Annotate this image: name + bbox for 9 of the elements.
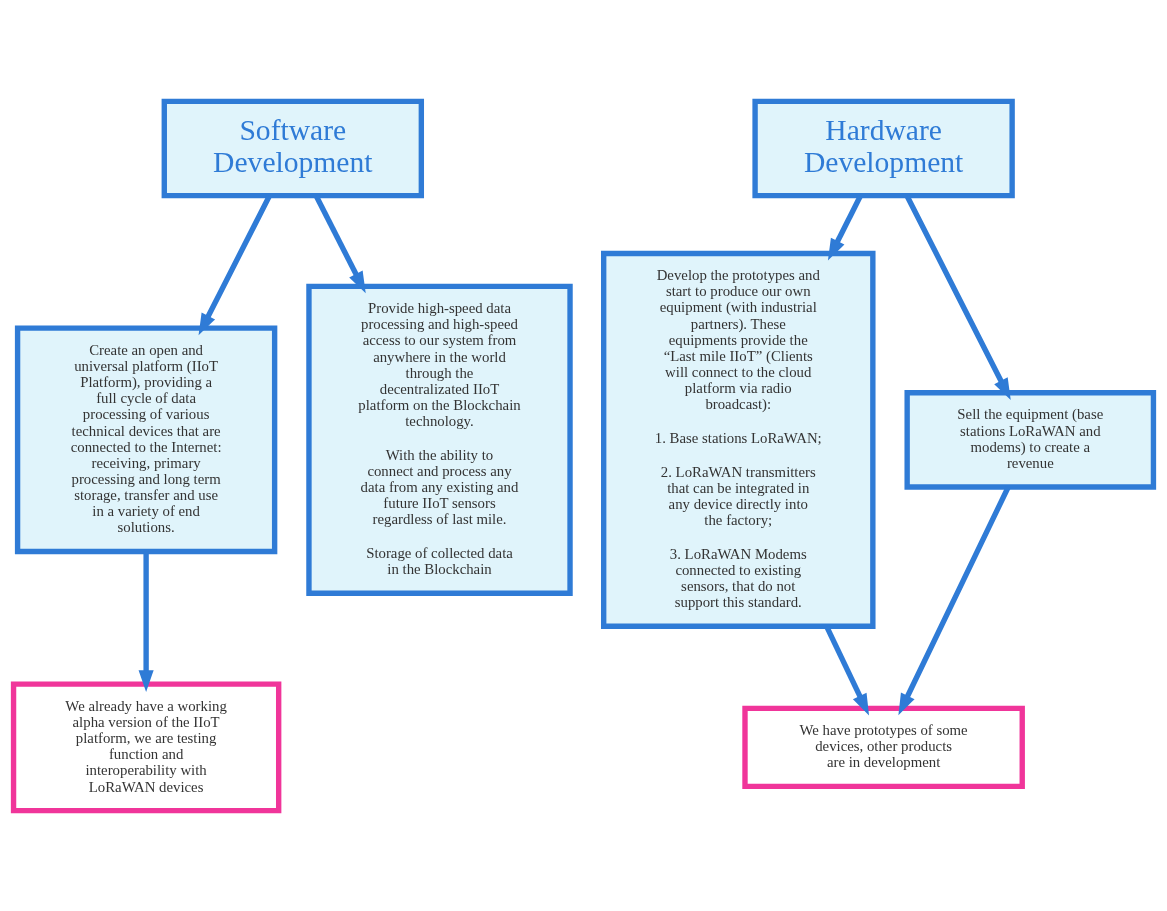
node-box: Create an open and universal platform (IIoT Platform), providing a full cycle of data processing of various technical devices that are connected to the Internet: receiving, primary processing and long term storage, transfer and use in a variety of end solutions.	[14, 324, 278, 554]
node-box: Software Development	[161, 98, 424, 198]
node-box: Sell the equipment (base stations LoRaWAN and modems) to create a revenue	[904, 389, 1157, 490]
node-box: We have prototypes of some devices, other products are in development	[742, 705, 1025, 789]
arrow	[138, 551, 154, 692]
node-box: Develop the prototypes and start to produce our own equipment (with industrial partners). These equipments provide the “Last mile IIoT” (Clients will connect to the cloud platform via radio broadcast): 1. Base stations LoRaWAN; 2. LoRaWAN transmitters that can be integrated in any device directly into the factory; 3. LoRaWAN Modems connected to existing sensors, that do not support this standard.	[601, 250, 876, 629]
node-box: Provide high-speed data processing and high-speed access to our system from anywhere in the world through the decentralizated IIoT platform on the Blockchain technology. With the ability to connect and process any data from any existing and future IIoT sensors regardless of last mile. Storage of collected data in the Blockchain	[306, 283, 573, 596]
node-box: We already have a working alpha version of the IIoT platform, we are testing function and interoperability with LoRaWAN devices	[10, 680, 282, 813]
node-box: Hardware Development	[752, 98, 1015, 198]
